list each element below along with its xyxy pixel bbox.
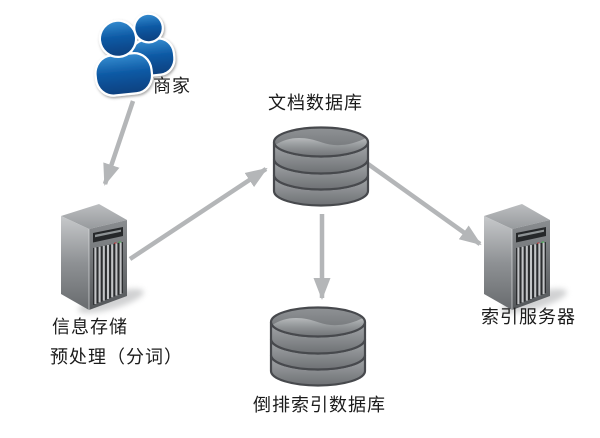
label-merchant: 商家 [153, 76, 191, 97]
inverted-index-database-icon [271, 308, 365, 386]
arrow-merchant-to-storage-server [102, 100, 136, 186]
label-storage-server-line1: 信息存储 [52, 317, 128, 338]
arrow-document-db-to-index-server [366, 162, 482, 246]
label-document-database: 文档数据库 [268, 93, 363, 114]
arrows-layer [102, 100, 482, 300]
arrow-storage-server-to-document-db [128, 167, 268, 261]
index-server-icon [484, 204, 569, 318]
label-inverted-index-database: 倒排索引数据库 [253, 395, 386, 416]
storage-server-icon [61, 204, 146, 318]
label-storage-server-line2: 预处理（分词） [50, 347, 183, 368]
document-database-icon [274, 128, 368, 206]
label-index-server: 索引服务器 [481, 307, 576, 328]
